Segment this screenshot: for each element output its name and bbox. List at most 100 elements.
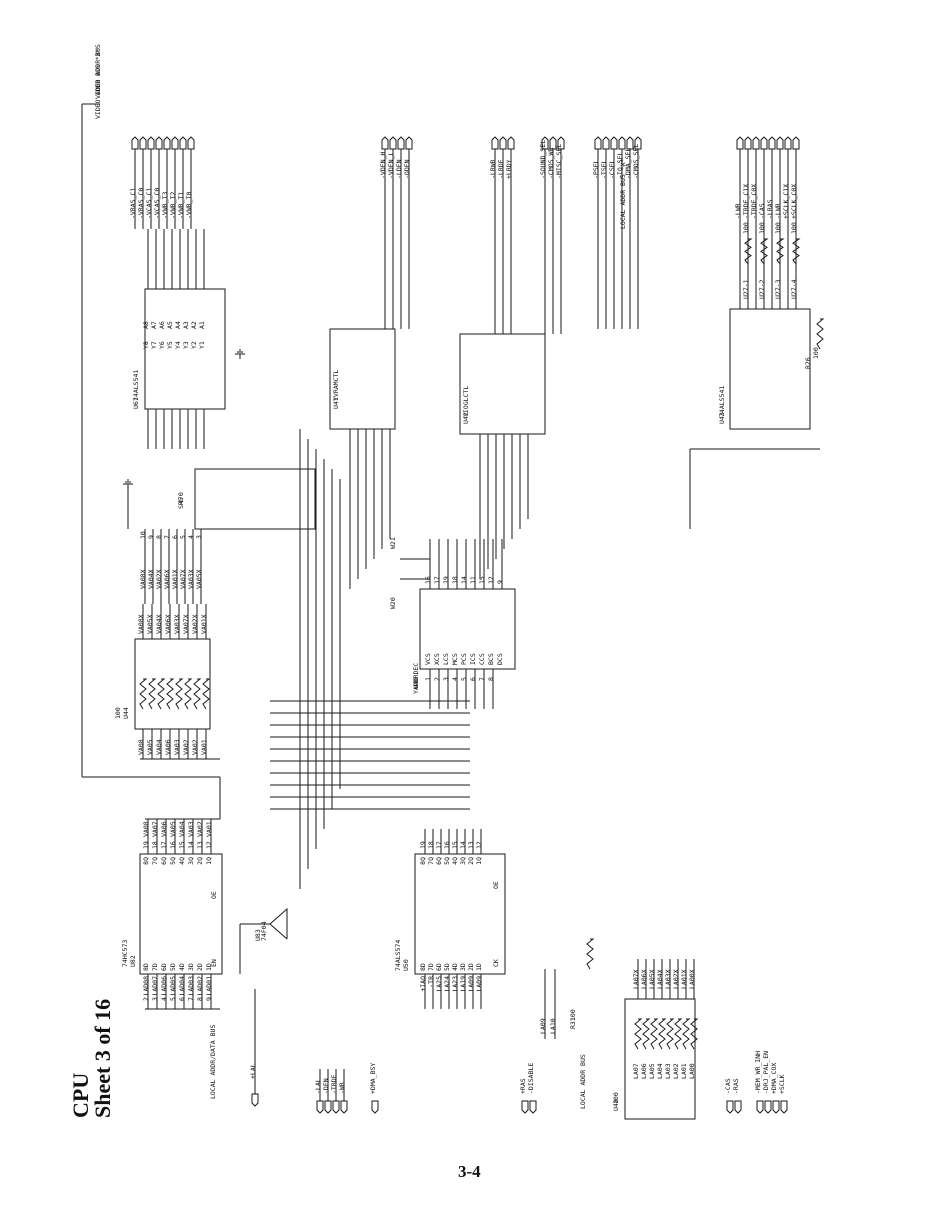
pin-number: 4 [451,677,459,681]
resistor-label: U27-3 [774,279,782,299]
resistor-r26-icon [816,318,825,350]
pin-number: 5 [169,997,177,1001]
signal-label: LA19 [459,976,467,992]
signal-label: LA05X [648,969,656,989]
signal-label: LAD07 [151,976,159,996]
signal-connector-icon [776,136,784,150]
signal-label: -VDEN_L [387,151,395,179]
signal-label: LA04X [656,969,664,989]
pin-label: 3Q [187,857,195,865]
signal-label: VA02X [155,569,163,589]
signal-connector-icon [772,1100,780,1114]
pin-number: 16 [424,576,432,584]
signal-connector-icon [602,136,610,150]
signal-label: VA05 [146,739,154,755]
signal-label: LA02X [672,969,680,989]
pin-label: 8Q [419,857,427,865]
pin-label: MCS [451,653,459,665]
pin-number: 7 [163,535,171,539]
resistor-icon [658,1018,667,1050]
signal-label: -LRDE [497,159,505,179]
signal-label: LA07 [632,1063,640,1079]
signal-label: VA06X [163,569,171,589]
pin-label: 3D [459,963,467,971]
pin-label: Y1 [198,341,206,349]
pin-label: 4Q [451,857,459,865]
chip-part: 74HC573 [121,939,129,967]
signal-label: LA03 [664,1063,672,1079]
signal-label: -ODEN [403,159,411,179]
signal-connector-icon [541,136,549,150]
pin-number: 12 [475,841,483,849]
signal-label: -VRAS_C0 [137,187,145,219]
signal-label: -CMOS_WR [547,147,555,179]
pin-number: 6 [469,677,477,681]
pin-label: A2 [190,321,198,329]
signal-label: +SCLK_C1X [782,183,790,219]
pin-label: A3 [182,321,190,329]
signal-connector-icon [340,1100,348,1114]
signal-label: -VWR_T1 [177,191,185,219]
signal-label: VA01 [200,739,208,755]
signal-label: -VWR_T3 [161,191,169,219]
pin-number: 18 [151,841,159,849]
pin-number: 17 [433,576,441,584]
pin-number: 16 [169,841,177,849]
pin-number: 19 [442,576,450,584]
resistor-label: U27-4 [790,279,798,299]
pin-label: A7 [150,321,158,329]
resistor-icon [184,678,193,710]
signal-connector-icon [389,136,397,150]
signal-connector-icon [381,136,389,150]
signal-connector-icon [557,136,565,150]
signal-label: -CAS [758,203,766,219]
signal-label: +LRDY [505,159,513,179]
signal-label: -DRJ_PAL_EN [762,1050,770,1094]
pin-label: Y2 [190,341,198,349]
chip-ref: U82 [129,955,137,967]
title-line-sheet: Sheet 3 of 16 [90,998,115,1118]
signal-connector-icon [405,136,413,150]
signal-label: -TRDE_C1X [742,183,750,219]
signal-label: VA03X [173,614,181,634]
pin-number: 5 [460,677,468,681]
pin-label: 1Q [475,857,483,865]
signal-label: -LWR [774,203,782,219]
pin-label: Y3 [182,341,190,349]
chip-part: 74ALS574 [394,939,402,971]
signal-connector-icon [634,136,642,150]
pin-label: Y6 [158,341,166,349]
signal-label: -CMOS_SEL [632,143,640,179]
chip-part: 74ALS541 [132,369,140,401]
signal-connector-icon [768,136,776,150]
pin-number: 17 [160,841,168,849]
signal-label: -MEM_WR_INH [754,1050,762,1094]
chip-u40 [419,588,516,670]
signal-connector-icon [139,136,147,150]
resistor-icon [642,1018,651,1050]
pin-label: XCS [433,653,441,665]
pin-number: 14 [460,576,468,584]
signal-label: VA02X [191,614,199,634]
pin-number: 1 [424,677,432,681]
pin-label: Y8 [142,341,150,349]
chip-ref: U44 [122,707,130,719]
signal-label: -WR [338,1082,346,1094]
pin-label: A8 [142,321,150,329]
pin-label: 6Q [435,857,443,865]
signal-label: -VRAS_C1 [129,187,137,219]
signal-label: LAD06 [160,976,168,996]
pin-label: 6D [435,963,443,971]
pin-label: 8Q [142,857,150,865]
signal-label: LA04 [656,1063,664,1079]
chip-part: 100 [114,707,122,719]
signal-label: -SOUND_SEL [539,139,547,179]
pin-number: 3 [195,535,203,539]
signal-label: +SCLK [778,1074,786,1094]
resistor-r31-icon [586,938,595,970]
signal-connector-icon [618,136,626,150]
signal-label: -VCAS_C0 [153,187,161,219]
signal-label: VA08 [142,821,150,837]
pin-label: 2D [467,963,475,971]
chip-part: YADDRDEC [412,662,420,694]
